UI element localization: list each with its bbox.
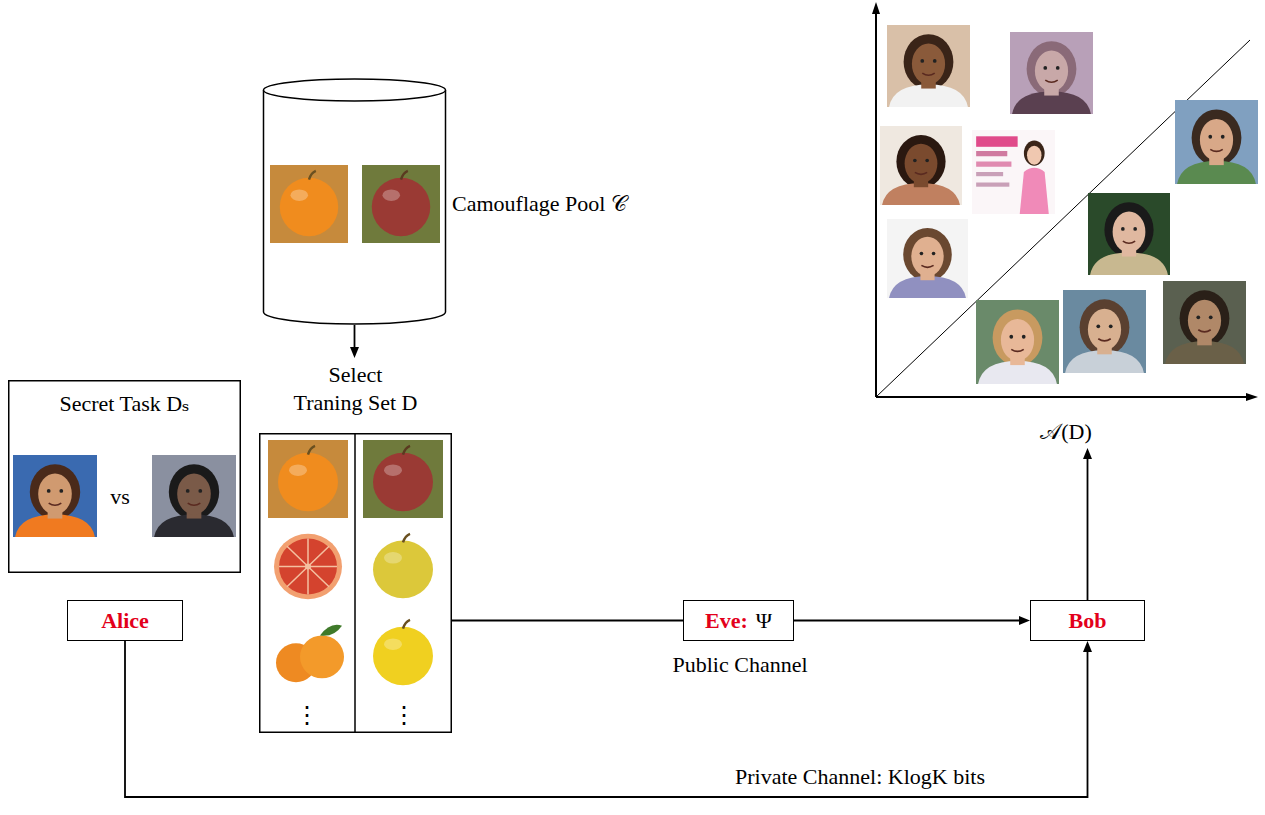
plot-label: 𝒜(D) xyxy=(870,418,1262,446)
connector xyxy=(452,620,683,622)
output-plot: 𝒜(D) xyxy=(870,0,1262,448)
secret-task: Secret Task Dₛ vs xyxy=(8,380,241,573)
connector xyxy=(125,641,1088,797)
vs-text: vs xyxy=(104,483,136,511)
party-box: Alice xyxy=(67,600,183,641)
cylinder-outline xyxy=(262,78,447,325)
party-name: Eve: xyxy=(705,607,748,635)
arrow-head xyxy=(1019,616,1030,625)
embedding-plot xyxy=(870,0,1262,448)
party-box: Bob xyxy=(1030,600,1145,641)
ellipsis: ⋮ xyxy=(295,701,315,729)
pool-label: Camouflage Pool 𝒞 xyxy=(452,190,627,218)
camouflage-pool: Camouflage Pool 𝒞 xyxy=(262,78,447,325)
party-name: Alice xyxy=(101,607,149,635)
channel-label: Public Channel xyxy=(672,651,807,679)
connector xyxy=(354,325,356,349)
edge-label: Private Channel: KlogK bits xyxy=(735,763,985,791)
channel-symbol: Ψ xyxy=(756,607,772,635)
party-box: Eve: Ψ xyxy=(683,600,794,641)
connector xyxy=(1087,457,1089,600)
arrow-head xyxy=(350,347,359,358)
task-heading: Secret Task Dₛ xyxy=(8,390,241,418)
arrow-head xyxy=(1083,641,1092,652)
training-set: Select Traning Set D ⋮ ⋮ xyxy=(259,358,452,733)
ellipsis: ⋮ xyxy=(392,701,412,729)
arrow-head xyxy=(1083,448,1092,459)
party-name: Bob xyxy=(1069,607,1107,635)
set-heading: Select Traning Set D xyxy=(292,361,419,417)
connector xyxy=(794,620,1021,622)
